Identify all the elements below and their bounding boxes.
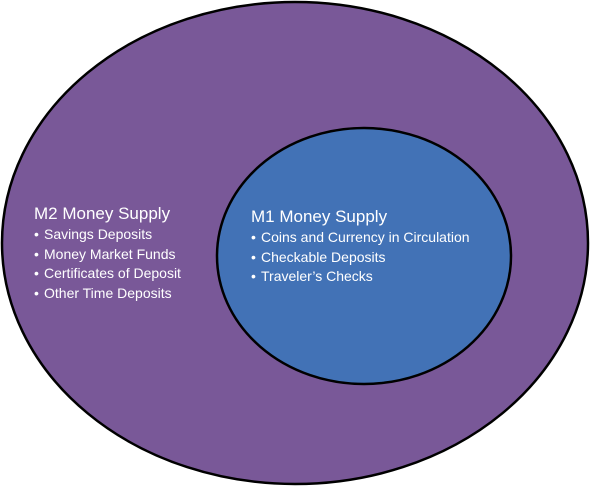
m2-label-block: M2 Money Supply Savings Deposits Money M… [34, 203, 181, 303]
m2-title: M2 Money Supply [34, 204, 171, 223]
m2-item-other-time-deposits: Other Time Deposits [34, 284, 181, 304]
m1-item-coins-and-currency: Coins and Currency in Circulation [251, 228, 470, 248]
m2-item-money-market-funds: Money Market Funds [34, 245, 181, 265]
m1-item-checkable-deposits: Checkable Deposits [251, 248, 470, 268]
m1-item-travelers-checks: Traveler’s Checks [251, 267, 470, 287]
m2-item-savings-deposits: Savings Deposits [34, 225, 181, 245]
m1-title: M1 Money Supply [251, 207, 388, 226]
m1-label-block: M1 Money Supply Coins and Currency in Ci… [251, 206, 470, 287]
m2-item-list: Savings Deposits Money Market Funds Cert… [34, 225, 181, 303]
m1-item-list: Coins and Currency in Circulation Checka… [251, 228, 470, 287]
m2-item-certificates-of-deposit: Certificates of Deposit [34, 264, 181, 284]
